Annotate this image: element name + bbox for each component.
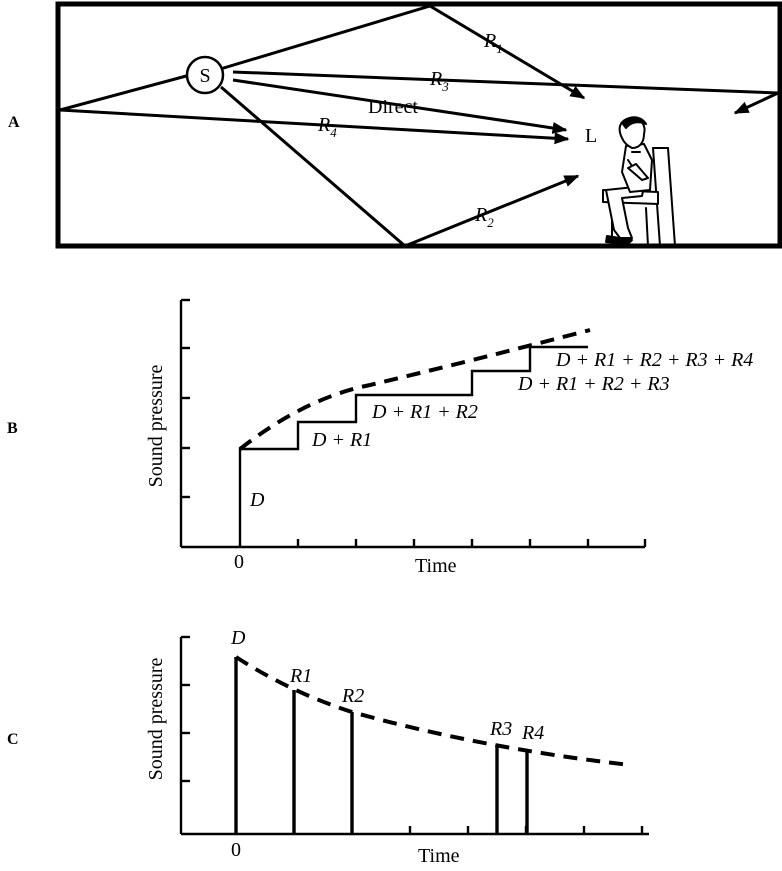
decay-envelope: [234, 655, 631, 767]
cumulative-envelope: [238, 328, 591, 451]
step-label: D + R1: [311, 429, 372, 451]
x-axis-label: Time: [418, 845, 460, 867]
step-label: D + R1 + R2 + R3 + R4: [555, 349, 753, 371]
y-axis-label: Sound pressure: [145, 364, 167, 487]
step-label: D + R1 + R2: [371, 401, 478, 423]
origin-label: 0: [231, 839, 241, 861]
origin-label: 0: [234, 551, 244, 573]
step-labels: D D + R1 D + R1 + R2 D + R1 + R2 + R3 D …: [249, 349, 753, 511]
pulse-labels: D R1 R2 R3 R4: [230, 627, 544, 744]
panel-b: B Sound pressure Time 0 D D + R1 D + R1: [7, 298, 753, 577]
source-label: S: [199, 65, 210, 87]
reflection-path-r2: [220, 85, 580, 248]
y-ticks: [181, 298, 190, 499]
panel-a: A S Direct L R1 R2 R3 R4: [8, 1, 782, 249]
ray-label-r4: R4: [317, 114, 337, 140]
panel-c: C Sound pressure Time 0: [7, 627, 649, 867]
panel-a-letter: A: [8, 114, 20, 131]
pulse-label-r2: R2: [341, 685, 364, 707]
y-axis-label: Sound pressure: [145, 657, 167, 780]
listener-label: L: [585, 125, 597, 147]
room-outline: [55, 1, 782, 249]
x-ticks: [296, 539, 647, 547]
x-axis-label: Time: [415, 555, 457, 577]
reflection-path-r3: [232, 70, 779, 115]
pulse-label-d: D: [230, 627, 246, 649]
pulse-label-r1: R1: [289, 665, 312, 687]
sound-source-circle: [185, 55, 225, 95]
ray-label-r1: R1: [483, 30, 503, 56]
direct-label: Direct: [368, 96, 418, 118]
cumulative-step-line: [238, 345, 588, 547]
pulse-label-r3: R3: [489, 718, 512, 740]
ray-label-r2: R2: [474, 204, 494, 230]
panel-b-letter: B: [7, 420, 18, 437]
panel-c-letter: C: [7, 731, 19, 748]
reflection-path-r1: [216, 4, 586, 100]
step-label: D: [249, 489, 265, 511]
reflection-path-r4: [59, 73, 570, 145]
step-label: D + R1 + R2 + R3: [517, 373, 670, 395]
pulse-label-r4: R4: [521, 722, 544, 744]
ray-label-r3: R3: [429, 68, 449, 94]
y-ticks: [181, 635, 190, 783]
pulse-bars: [234, 657, 529, 834]
seated-listener-icon: [602, 116, 676, 247]
direct-path: [232, 78, 568, 134]
